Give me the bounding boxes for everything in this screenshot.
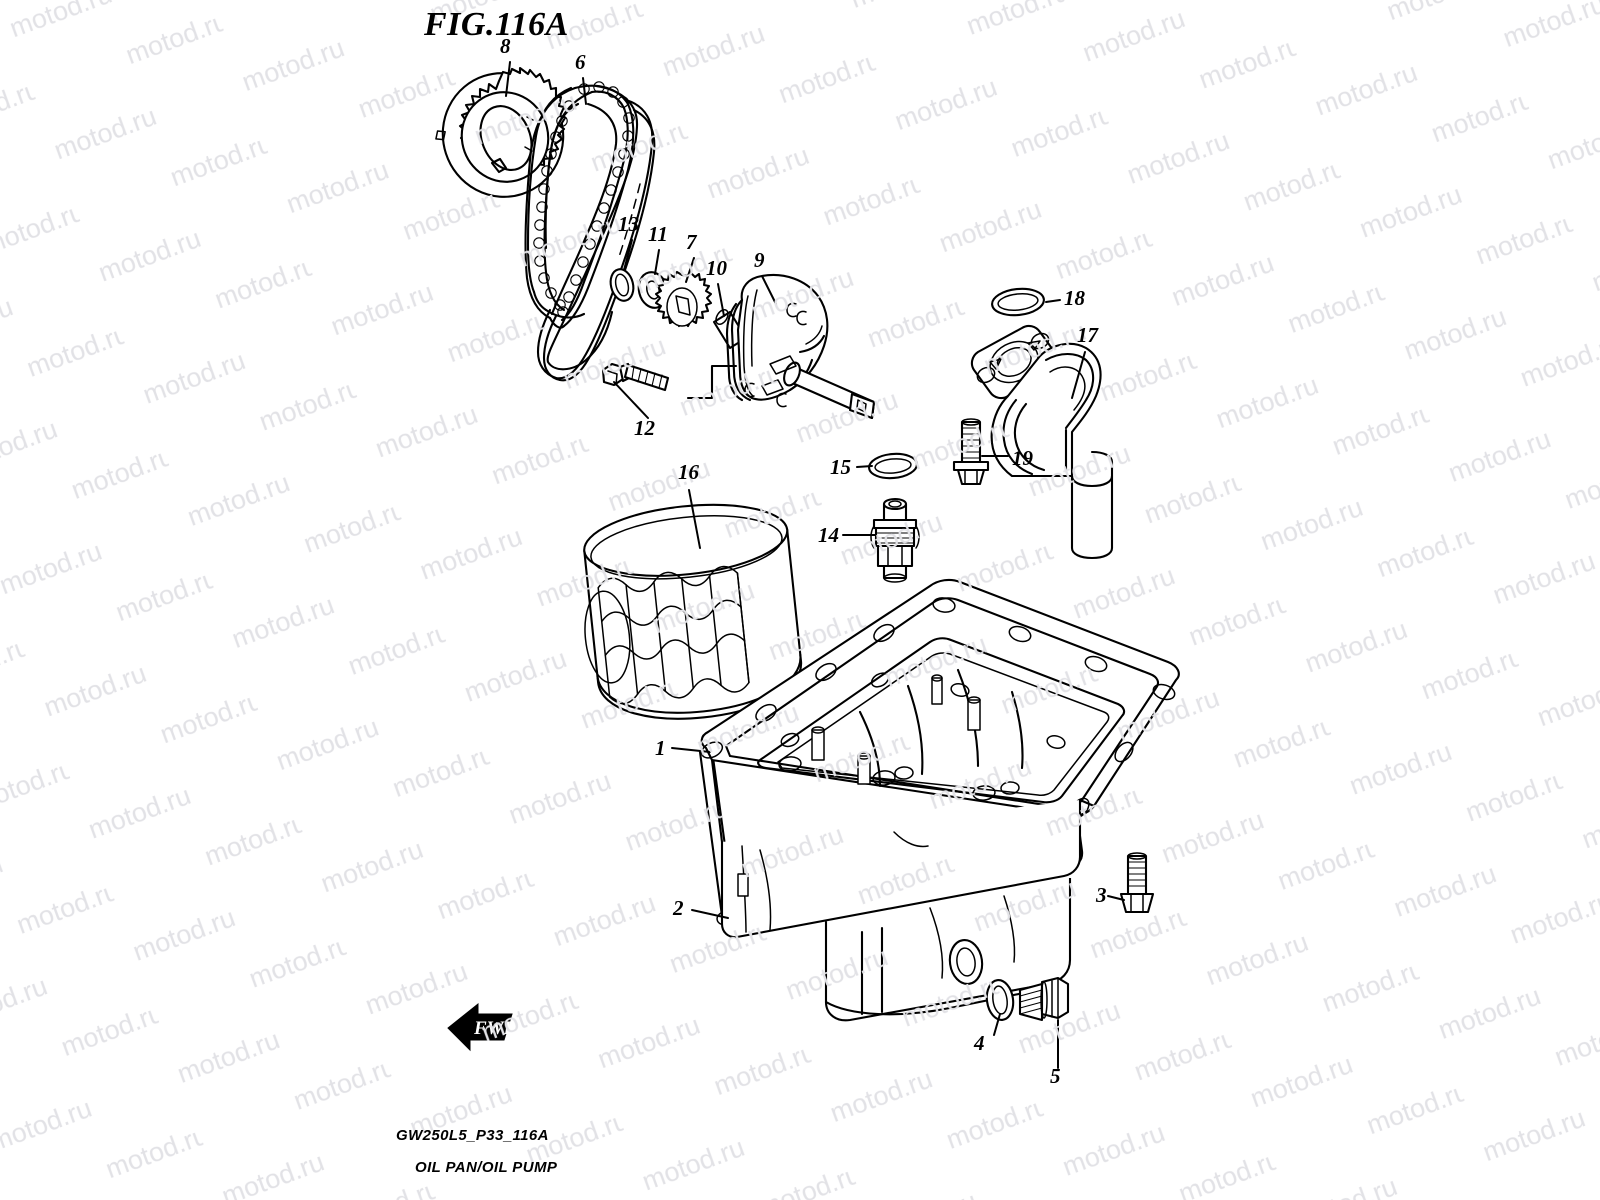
callout-13: 13	[618, 212, 639, 236]
callout-4: 4	[974, 1031, 985, 1055]
callout-12: 12	[634, 416, 655, 440]
callout-15: 15	[830, 455, 851, 479]
callout-18: 18	[1064, 286, 1085, 310]
part-18-oring	[991, 287, 1045, 317]
callout-16: 16	[678, 460, 699, 484]
part-17-oil-pipe	[970, 324, 1114, 560]
part-7-driven-sprocket	[654, 270, 713, 328]
callout-8: 8	[500, 34, 511, 58]
callout-10: 10	[706, 256, 727, 280]
callout-2: 2	[673, 896, 684, 920]
part-19-pipe-bolt	[952, 418, 990, 486]
callout-3: 3	[1096, 883, 1107, 907]
figure-title: FIG.116A	[424, 6, 569, 43]
callout-5: 5	[1050, 1064, 1061, 1088]
callout-17: 17	[1077, 323, 1098, 347]
part-15-oring	[868, 452, 918, 480]
part-14-pressure-switch	[870, 497, 920, 583]
callout-7: 7	[686, 230, 697, 254]
part-8-drive-sprocket	[435, 66, 567, 198]
fwd-arrow-icon: FWD	[447, 1002, 518, 1052]
callout-9: 9	[754, 248, 765, 272]
svg-text:FWD: FWD	[473, 1018, 518, 1039]
part-9-oil-pump-assembly	[725, 274, 876, 420]
caption-name: OIL PAN/OIL PUMP	[415, 1159, 558, 1176]
callout-14: 14	[818, 523, 839, 547]
part-3-pan-bolt	[1119, 852, 1155, 914]
callout-1: 1	[655, 736, 666, 760]
callout-19: 19	[1012, 446, 1033, 470]
callout-6: 6	[575, 50, 586, 74]
callout-11: 11	[648, 222, 668, 246]
caption-code: GW250L5_P33_116A	[396, 1127, 549, 1144]
